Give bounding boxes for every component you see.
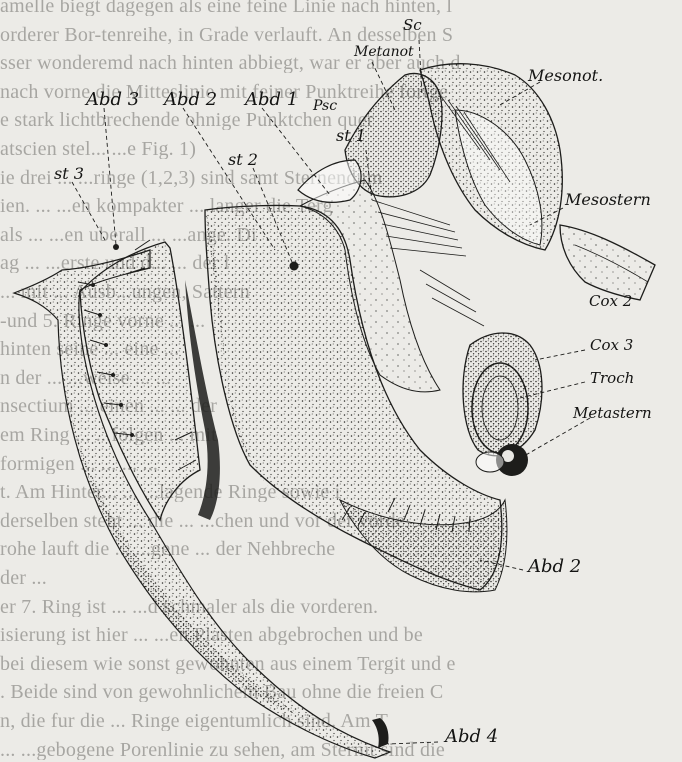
label-abd1: Abd 1 bbox=[245, 89, 298, 110]
label-metanot: Metanot bbox=[354, 44, 414, 60]
label-cox3: Cox 3 bbox=[590, 336, 633, 354]
label-psc: Psc bbox=[313, 98, 337, 114]
label-st1: st 1 bbox=[336, 126, 366, 145]
label-troch: Troch bbox=[590, 369, 634, 387]
label-abd2-bottom: Abd 2 bbox=[528, 556, 581, 577]
coxa-3-joint bbox=[476, 452, 504, 472]
label-st2: st 2 bbox=[228, 150, 258, 169]
label-metastern: Metastern bbox=[573, 404, 652, 422]
coxa-2 bbox=[560, 225, 655, 300]
trochanter bbox=[472, 363, 528, 453]
label-abd3: Abd 3 bbox=[86, 89, 139, 110]
label-mesostern: Mesostern bbox=[565, 190, 651, 209]
label-mesonot: Mesonot. bbox=[528, 66, 603, 85]
spiracle-st2 bbox=[290, 262, 299, 271]
spiracle-st3 bbox=[113, 244, 119, 250]
label-abd2-top: Abd 2 bbox=[164, 89, 217, 110]
label-abd4: Abd 4 bbox=[445, 726, 498, 747]
label-st3: st 3 bbox=[54, 164, 84, 183]
outer-wall-notch bbox=[372, 718, 389, 748]
label-sc: Sc bbox=[403, 16, 422, 34]
label-cox2: Cox 2 bbox=[589, 292, 632, 310]
